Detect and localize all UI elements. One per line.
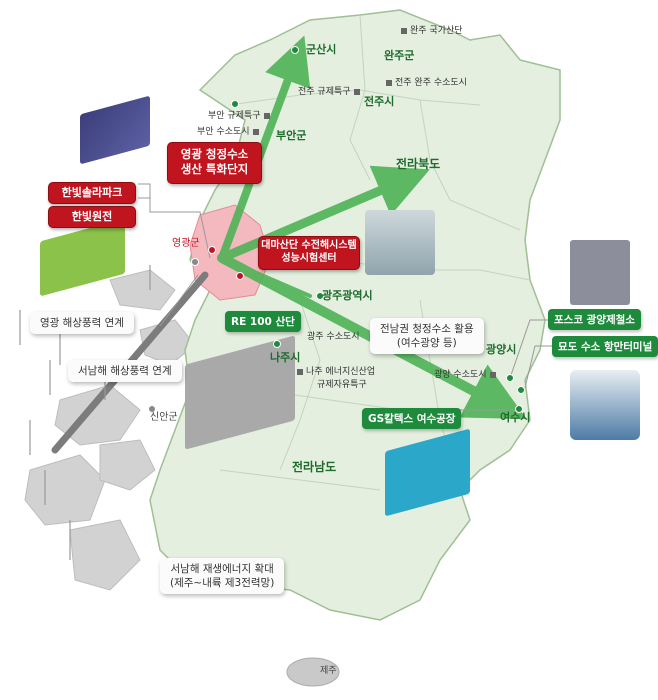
label-gunsan: 군산시 xyxy=(306,43,337,56)
label-yeosu: 여수시 xyxy=(500,411,531,424)
gs-caltex-label: GS칼텍스 여수공장 xyxy=(362,408,462,429)
hydrogen-terminal-illustration xyxy=(570,370,640,440)
naju-dot xyxy=(273,340,281,348)
posco-label: 포스코 광양제철소 xyxy=(548,309,641,330)
hanbit-nuclear-label: 한빛원전 xyxy=(48,206,136,228)
southwest-offshore-wind-label: 서남해 해상풍력 연계 xyxy=(68,360,182,383)
myodo-dot xyxy=(517,386,525,394)
dama-dot xyxy=(236,272,244,280)
label-naju-energy: 나주 에너지신산업 xyxy=(294,367,375,377)
yeonggwang-hydrogen-complex-label: 영광 청정수소 생산 특화단지 xyxy=(167,142,262,184)
myodo-terminal-label: 묘도 수소 항만터미널 xyxy=(552,336,658,357)
test-center-illustration xyxy=(365,210,435,275)
gwangyang-dot xyxy=(506,374,514,382)
label-yeonggwang: 영광군 xyxy=(172,238,200,249)
wind-link-dot xyxy=(191,258,199,266)
label-jeonju-wanju-h2-city: 전주 완주 수소도시 xyxy=(383,78,467,88)
label-buan-reg-zone: 부안 규제특구 xyxy=(208,111,273,121)
label-gwangju-h2-city: 광주 수소도시 xyxy=(307,332,360,342)
label-wanju-national-complex: 완주 국가산단 xyxy=(398,26,463,36)
hanbit-solar-label: 한빛솔라파크 xyxy=(48,182,136,204)
honam-landmass xyxy=(149,9,561,621)
southwest-renewable-label: 서남해 재생에너지 확대 (제주~내륙 제3전력망) xyxy=(160,558,285,595)
label-jeonnam: 전라남도 xyxy=(292,460,337,474)
posco-illustration xyxy=(570,240,630,305)
yeonggwang-dot xyxy=(208,246,216,254)
label-gwangyang-h2-city: 광양 수소도시 xyxy=(434,370,499,380)
yeosu-dot xyxy=(515,405,523,413)
label-gwangyang: 광양시 xyxy=(486,343,517,356)
label-naju: 나주시 xyxy=(270,351,301,364)
buan-dot xyxy=(231,100,239,108)
label-buan-h2-city: 부안 수소도시 xyxy=(197,127,262,137)
re100-complex-label: RE 100 산단 xyxy=(225,311,301,332)
gunsan-dot xyxy=(291,46,299,54)
sinan-dot xyxy=(148,405,156,413)
jeonnam-hydrogen-use-label: 전남권 청정수소 활용 (여수광양 등) xyxy=(370,318,484,355)
label-jeonbuk: 전라북도 xyxy=(396,157,441,171)
label-naju-free-zone: 규제자유특구 xyxy=(317,380,367,390)
label-gwangju: 광주광역시 xyxy=(322,289,373,302)
yeonggwang-offshore-wind-label: 영광 해상풍력 연계 xyxy=(30,312,134,335)
dama-test-center-label: 대마산단 수전해시스템 성능시험센터 xyxy=(258,236,360,270)
label-buan: 부안군 xyxy=(276,129,307,142)
label-jeonju-reg-zone: 전주 규제특구 xyxy=(298,87,363,97)
jeju-island xyxy=(286,657,340,687)
wind-turbines xyxy=(19,265,151,560)
label-wanju: 완주군 xyxy=(384,49,415,62)
gwangju-dot xyxy=(316,292,324,300)
label-jeonju: 전주시 xyxy=(364,95,395,108)
label-jeju: 제주 xyxy=(320,666,337,676)
label-sinan: 신안군 xyxy=(150,412,178,423)
